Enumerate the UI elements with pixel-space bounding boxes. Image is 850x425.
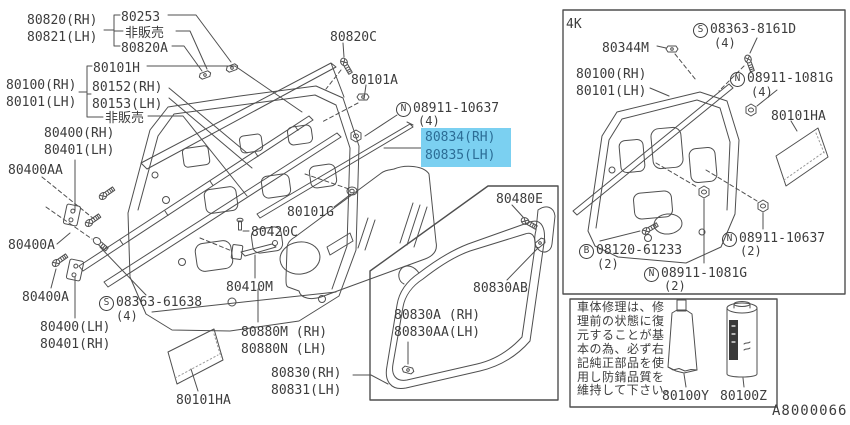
bolt-icon (92, 236, 109, 252)
part-label-80100Z[interactable]: 80100Z (720, 389, 767, 404)
screw-icon (641, 222, 659, 235)
part-label-80101A[interactable]: 80101A (351, 73, 398, 88)
note-box (569, 298, 778, 408)
leader-lines (50, 14, 798, 392)
clip-icon (665, 45, 679, 53)
part-label-80820-80821[interactable]: 80820(RH) 80821(LH) (27, 13, 98, 45)
rust-spray-can (726, 301, 758, 378)
fastener-qty: (4) (714, 36, 736, 50)
part-label-80820A[interactable]: 80820A (121, 41, 168, 56)
hinge-bracket (62, 203, 82, 227)
part-label-80400AA[interactable]: 80400AA (8, 163, 63, 178)
fastener-qty: (4) (418, 114, 440, 128)
screw-icon (98, 186, 116, 200)
nut-icon (698, 185, 710, 199)
nut-code-icon: N (644, 267, 659, 282)
inset-box-4k (562, 9, 846, 295)
screw-code-icon: S (99, 296, 114, 311)
fastener-number: 08911-1081G (661, 266, 748, 281)
nut-code-icon: N (722, 232, 737, 247)
fastener-number: 08363-61638 (116, 295, 203, 310)
fastener-qty: (2) (597, 257, 619, 271)
part-label-80253[interactable]: 80253 (121, 10, 161, 25)
screw-icon (520, 217, 538, 230)
grommet-icon (346, 186, 358, 196)
nut-code-icon: N (730, 72, 745, 87)
not-sold-label: 非販売 (105, 111, 145, 126)
part-label-80100-80101-inset[interactable]: 80100(RH) 80101(LH) (576, 67, 647, 99)
part-label-80101HA[interactable]: 80101HA (176, 393, 231, 408)
part-label-80410M[interactable]: 80410M (226, 280, 273, 295)
repair-note-text: 車体修理は、修 理前の状態に復 元することが基 本の為、必ず右 記純正部品を使 … (577, 300, 677, 398)
part-label-80400A[interactable]: 80400A (22, 290, 69, 305)
part-label-80834-80835-highlighted[interactable]: 80834(RH) 80835(LH) (421, 128, 511, 167)
clip-icon (198, 70, 212, 80)
fastener-number: 08911-1081G (747, 71, 834, 86)
protective-sheet (775, 127, 829, 187)
part-label-80400-80401-lh[interactable]: 80400(LH) 80401(RH) (40, 320, 111, 352)
part-label-80400-80401[interactable]: 80400(RH) 80401(LH) (44, 126, 115, 158)
door-glass (285, 165, 437, 300)
part-label-80400A[interactable]: 80400A (8, 238, 55, 253)
clip-icon (401, 365, 415, 375)
door-stopper-pin (236, 217, 244, 231)
screw-code-icon: S (693, 23, 708, 38)
inset-variant-tag: 4K (566, 17, 582, 32)
part-label-80100Y[interactable]: 80100Y (662, 389, 709, 404)
nut-icon (350, 129, 362, 143)
seal-detail-box (369, 185, 559, 401)
nut-icon (757, 199, 769, 213)
inset-door-panel (572, 83, 740, 264)
fastener-number: 08911-10637 (413, 101, 500, 116)
part-label-80100-80101[interactable]: 80100(RH) 80101(LH) (6, 78, 77, 110)
part-label-80344M[interactable]: 80344M (602, 41, 649, 56)
fastener-qty: (4) (116, 309, 138, 323)
clip-icon (356, 93, 370, 101)
fastener-qty: (4) (751, 85, 773, 99)
clip-icon (225, 63, 239, 73)
part-label-80820C[interactable]: 80820C (330, 30, 377, 45)
part-label-80152-80153[interactable]: 80152(RH) 80153(LH) (92, 80, 163, 112)
not-sold-label: 非販売 (125, 26, 165, 41)
nut-code-icon: N (396, 102, 411, 117)
part-label-80101HA-inset[interactable]: 80101HA (771, 109, 826, 124)
fastener-number: 08120-61233 (596, 243, 683, 258)
fastener-number: 08911-10637 (739, 231, 826, 246)
part-label-80480E[interactable]: 80480E (496, 192, 543, 207)
part-label-80420C[interactable]: 80420C (251, 225, 298, 240)
sealant-tube (667, 299, 698, 374)
part-label-80101G[interactable]: 80101G (287, 205, 334, 220)
protective-sheet (167, 328, 224, 385)
fastener-number: 08363-8161D (710, 22, 797, 37)
fastener-qty: (2) (664, 279, 686, 293)
door-opening-seal (385, 206, 556, 390)
highlighted-molding-strip-80834 (256, 121, 414, 219)
screw-icon (51, 253, 69, 267)
diagram-code: A8000066 (772, 403, 848, 419)
door-check-strap (230, 240, 278, 260)
part-label-80101H[interactable]: 80101H (93, 61, 140, 76)
part-label-80880M-80880N[interactable]: 80880M (RH) 80880N (LH) (241, 325, 328, 357)
part-label-80830-80831[interactable]: 80830(RH) 80831(LH) (271, 366, 342, 398)
main-door-panel (127, 85, 360, 332)
screw-icon (340, 57, 353, 75)
screw-icon (744, 54, 755, 73)
fastener-qty: (2) (740, 244, 762, 258)
nut-icon (745, 103, 757, 117)
bolt-code-icon: B (579, 244, 594, 259)
part-label-80830AB[interactable]: 80830AB (473, 281, 528, 296)
hinge-bracket (65, 258, 85, 282)
screw-icon (84, 213, 102, 227)
part-label-80830A-80830AA[interactable]: 80830A (RH) 80830AA(LH) (394, 308, 481, 340)
